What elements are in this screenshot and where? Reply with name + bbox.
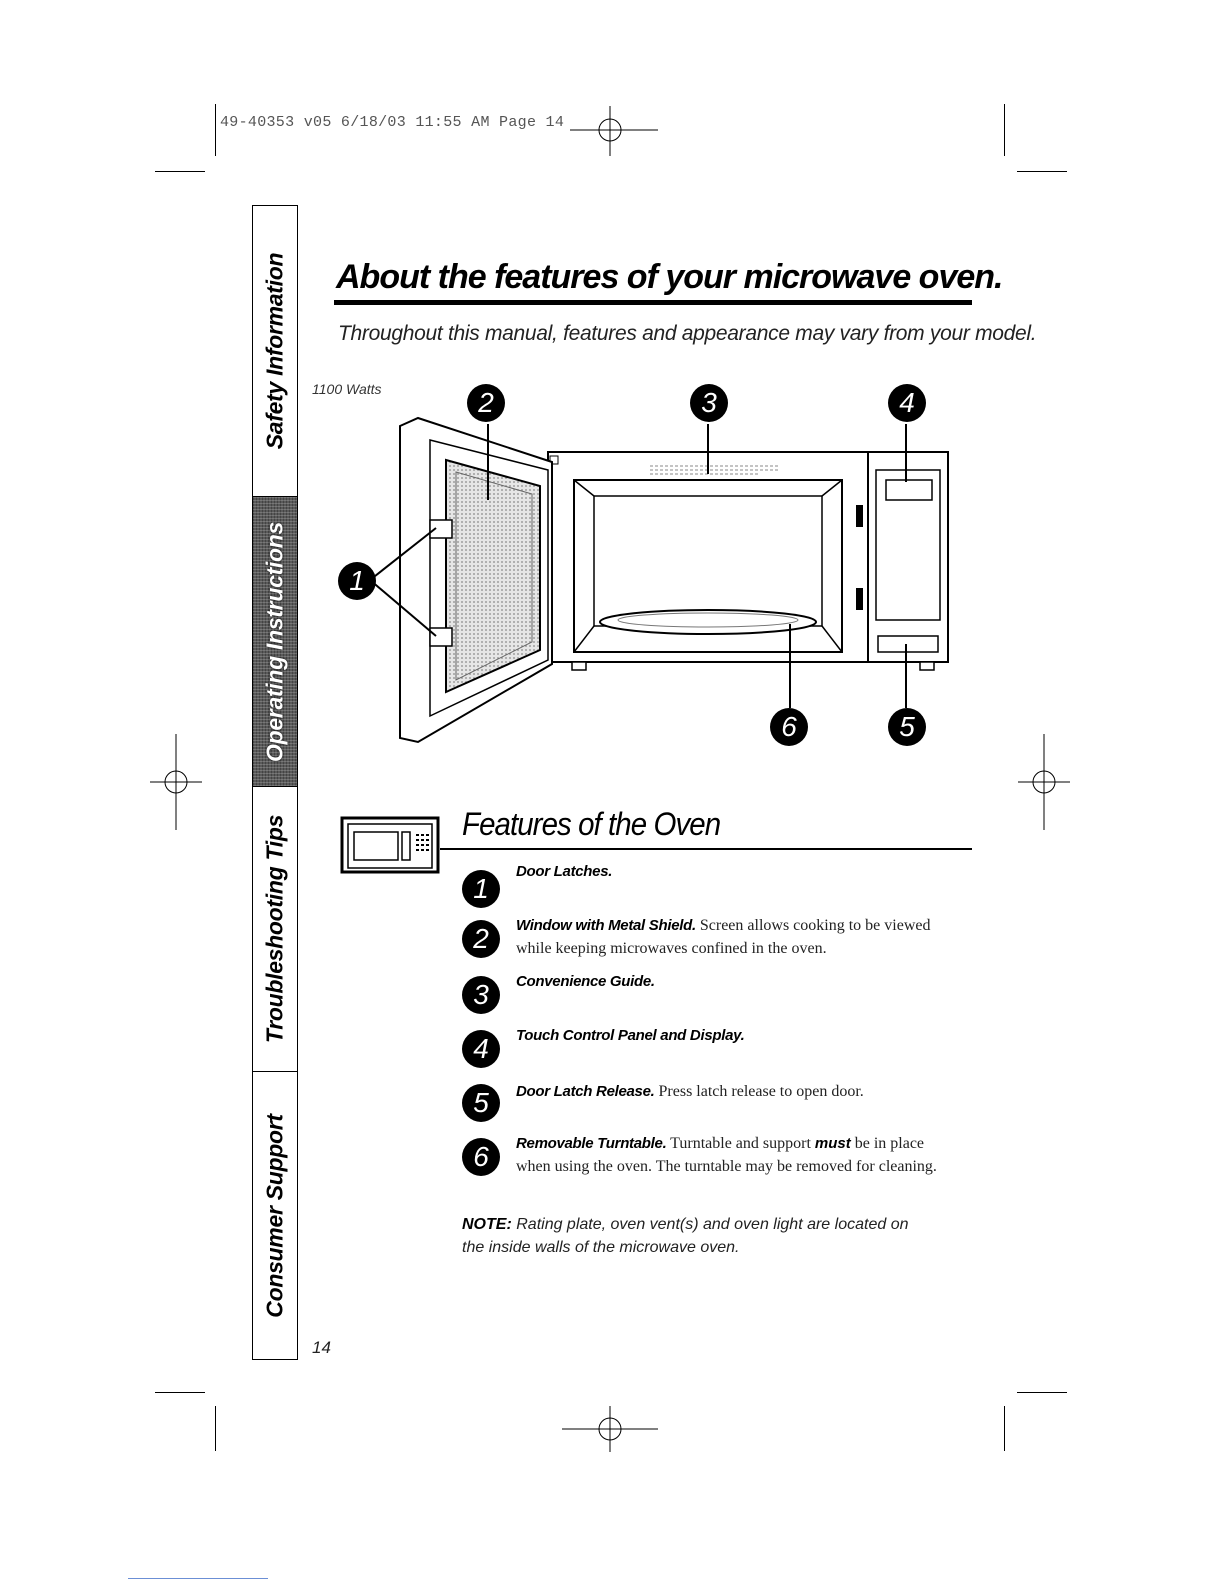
- tab-label: Consumer Support: [261, 1113, 288, 1318]
- feature-item-convenience-guide: Convenience Guide.: [516, 970, 956, 993]
- feature-description: Screen allows cooking to be viewed while…: [516, 917, 931, 957]
- tab-safety-information[interactable]: Safety Information: [253, 206, 297, 496]
- tab-consumer-support[interactable]: Consumer Support: [253, 1071, 297, 1359]
- section-divider: [440, 848, 972, 850]
- section-title: Features of the Oven: [462, 806, 721, 842]
- page-number: 14: [312, 1338, 331, 1357]
- feature-item-turntable: Removable Turntable. Turntable and suppo…: [516, 1132, 956, 1178]
- microwave-icon: [340, 816, 440, 874]
- tab-label: Safety Information: [261, 252, 288, 450]
- feature-badge-6: 6: [462, 1138, 500, 1176]
- print-slug: 49-40353 v05 6/18/03 11:55 AM Page 14: [220, 114, 565, 131]
- feature-badge-2: 2: [462, 920, 500, 958]
- page-title: About the features of your microwave ove…: [336, 258, 1003, 296]
- feature-badge-3: 3: [462, 976, 500, 1014]
- feature-name: Door Latches.: [516, 863, 613, 880]
- callout-badge-3: 3: [690, 384, 728, 422]
- feature-description: be in place when using the oven. The tur…: [516, 1135, 937, 1175]
- tab-operating-instructions[interactable]: Operating Instructions: [253, 496, 297, 786]
- callout-badge-1: 1: [338, 562, 376, 600]
- registration-mark-bottom: [562, 1406, 658, 1452]
- feature-badge-1: 1: [462, 870, 500, 908]
- note: NOTE: Rating plate, oven vent(s) and ove…: [462, 1213, 922, 1259]
- feature-item-control-panel: Touch Control Panel and Display.: [516, 1024, 956, 1047]
- feature-name: Window with Metal Shield.: [516, 917, 696, 934]
- registration-mark-left: [150, 734, 202, 830]
- feature-item-window: Window with Metal Shield. Screen allows …: [516, 914, 956, 960]
- feature-name: Door Latch Release.: [516, 1083, 655, 1100]
- registration-mark-top: [570, 106, 658, 156]
- feature-description: Turntable and support: [670, 1135, 811, 1152]
- tab-troubleshooting-tips[interactable]: Troubleshooting Tips: [253, 786, 297, 1071]
- callout-badge-6: 6: [770, 708, 808, 746]
- feature-item-door-latches: Door Latches.: [516, 860, 956, 883]
- feature-item-latch-release: Door Latch Release. Press latch release …: [516, 1080, 956, 1103]
- callout-badge-5: 5: [888, 708, 926, 746]
- microwave-diagram: [369, 416, 949, 744]
- callout-badge-2: 2: [467, 384, 505, 422]
- feature-description: Press latch release to open door.: [658, 1083, 864, 1100]
- feature-badge-5: 5: [462, 1084, 500, 1122]
- page-subtitle: Throughout this manual, features and app…: [338, 322, 1037, 345]
- feature-emphasis: must: [814, 1135, 851, 1152]
- feature-badge-4: 4: [462, 1030, 500, 1068]
- note-label: NOTE:: [462, 1216, 512, 1233]
- feature-name: Removable Turntable.: [516, 1135, 667, 1152]
- tab-label: Troubleshooting Tips: [261, 814, 288, 1044]
- section-tabs: Safety Information Operating Instruction…: [252, 205, 298, 1360]
- registration-mark-right: [1018, 734, 1070, 830]
- wattage-label: 1100 Watts: [312, 381, 382, 397]
- feature-name: Touch Control Panel and Display.: [516, 1027, 745, 1044]
- title-divider: [334, 300, 972, 305]
- tab-label: Operating Instructions: [261, 521, 288, 762]
- note-text: Rating plate, oven vent(s) and oven ligh…: [462, 1216, 909, 1256]
- feature-name: Convenience Guide.: [516, 973, 655, 990]
- callout-badge-4: 4: [888, 384, 926, 422]
